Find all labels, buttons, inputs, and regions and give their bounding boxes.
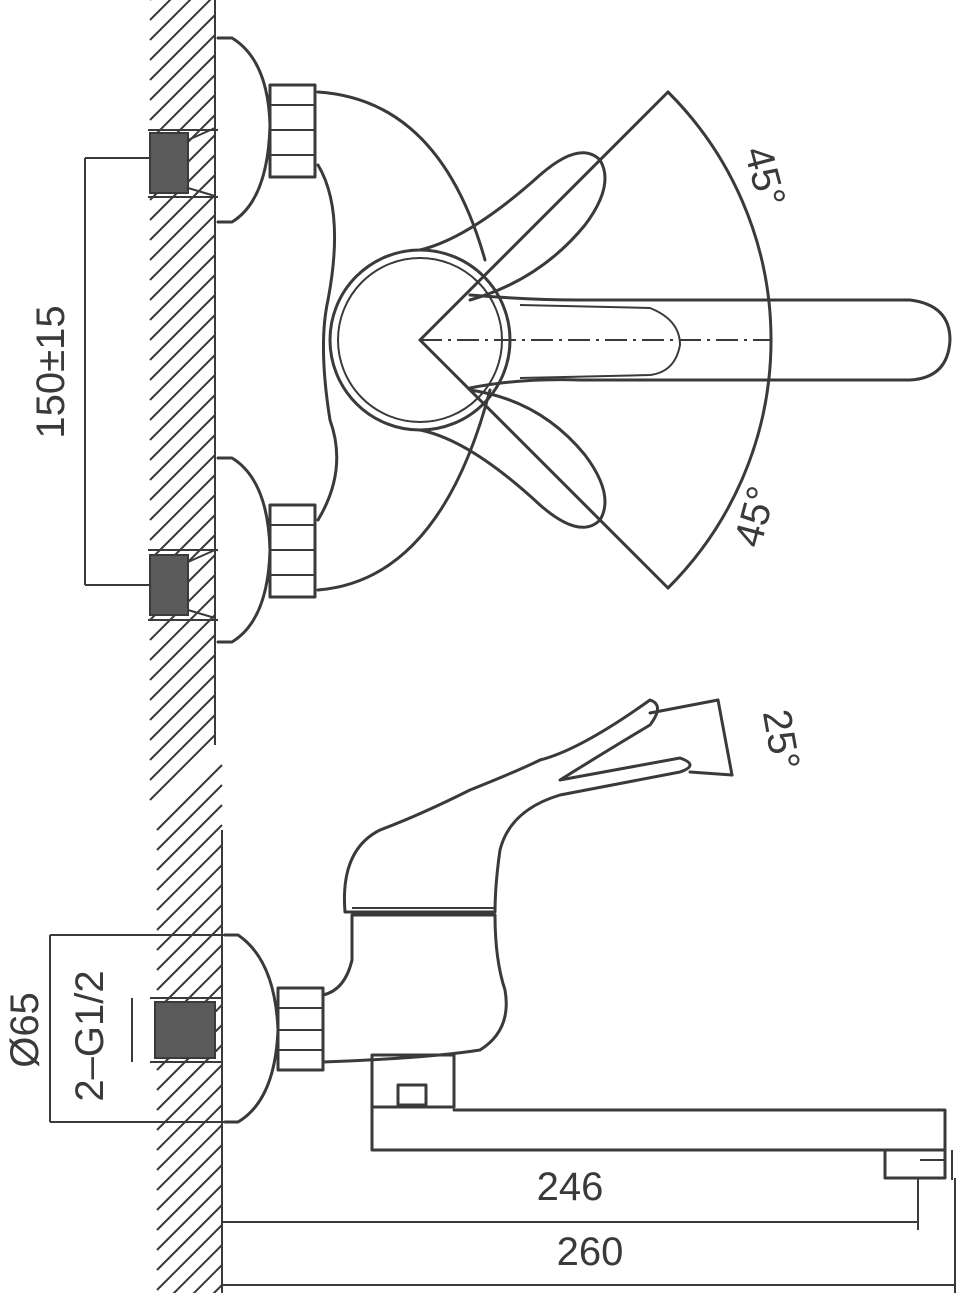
hatch-line xyxy=(149,0,172,21)
hatch-line xyxy=(156,1124,223,1191)
lever-center xyxy=(468,293,952,390)
hatch-line xyxy=(156,1184,223,1251)
side-inlet-thread xyxy=(150,997,222,1063)
side-view: 25° Ø65 2–G1/2 246 260 xyxy=(3,698,956,1293)
dim-flange-diameter: Ø65 xyxy=(3,992,47,1068)
hatch-line xyxy=(192,1264,223,1293)
hatch-line xyxy=(156,1224,223,1291)
hatch-line xyxy=(149,174,216,241)
upper-nut xyxy=(268,83,317,179)
hatch-line xyxy=(156,1064,223,1131)
hatch-line xyxy=(149,614,216,681)
dim-inlet-spacing: 150±15 xyxy=(29,305,73,438)
hatch-line xyxy=(149,674,216,741)
hatch-line xyxy=(149,414,216,481)
hatch-line xyxy=(156,1104,223,1171)
hatch-line xyxy=(156,884,223,951)
upper-inlet-thread xyxy=(148,127,218,198)
hatch-line xyxy=(149,234,216,301)
hatch-line xyxy=(172,1244,223,1293)
hatch-line xyxy=(149,314,216,381)
hatch-line xyxy=(149,454,216,521)
hatch-line xyxy=(156,784,223,851)
hatch-line xyxy=(149,274,216,341)
hatch-line xyxy=(149,214,216,281)
hatch-line xyxy=(149,474,216,541)
hatch-line xyxy=(149,374,216,441)
lower-flange xyxy=(216,456,272,644)
side-body xyxy=(321,913,508,1064)
hatch-line xyxy=(156,1084,223,1151)
hatch-line xyxy=(149,14,216,81)
hatch-line xyxy=(149,34,216,101)
hatch-line xyxy=(149,594,216,661)
side-nut xyxy=(276,986,325,1072)
hatch-line xyxy=(149,634,216,701)
hatch-line xyxy=(149,434,216,501)
lower-nut xyxy=(268,503,317,599)
hatch-line xyxy=(149,54,216,121)
hatch-line xyxy=(149,254,216,321)
hatch-line xyxy=(156,1204,223,1271)
upper-flange xyxy=(216,36,272,224)
dim-overall-length: 260 xyxy=(557,1230,624,1274)
hatch-line xyxy=(156,764,223,831)
hatch-line xyxy=(149,654,216,721)
hatch-line xyxy=(149,0,212,61)
dim-thread-spec: 2–G1/2 xyxy=(68,970,112,1101)
hatch-line xyxy=(156,904,223,971)
hatch-line xyxy=(156,1164,223,1231)
hatch-line xyxy=(156,1144,223,1211)
hatch-line xyxy=(149,294,216,361)
top-view: 150±15 45° 45° xyxy=(29,0,952,801)
hatch-line xyxy=(156,824,223,891)
hatch-line xyxy=(149,694,216,761)
hatch-line xyxy=(156,944,223,1011)
hatch-line xyxy=(156,804,223,871)
lower-inlet-thread xyxy=(148,549,218,621)
swivel-spout xyxy=(370,1053,953,1180)
mixer-body xyxy=(316,90,492,592)
side-flange xyxy=(223,933,280,1124)
hatch-line xyxy=(212,1284,223,1293)
hatch-line xyxy=(156,864,223,931)
lever-center-inner xyxy=(519,304,682,379)
hatch-line xyxy=(156,844,223,911)
hatch-line xyxy=(149,714,216,781)
lever-lower xyxy=(418,388,607,529)
hatch-line xyxy=(149,0,192,41)
hatch-line xyxy=(149,334,216,401)
hatch-line xyxy=(149,734,216,801)
hatch-line xyxy=(149,194,216,261)
dim-angle-top: 45° xyxy=(735,142,793,212)
side-cartridge xyxy=(342,698,692,914)
dim-lever-tilt: 25° xyxy=(754,706,808,773)
hatch-line xyxy=(149,354,216,421)
hatch-line xyxy=(149,394,216,461)
dim-spout-reach: 246 xyxy=(537,1165,604,1209)
wall-hatching-top xyxy=(149,0,216,801)
